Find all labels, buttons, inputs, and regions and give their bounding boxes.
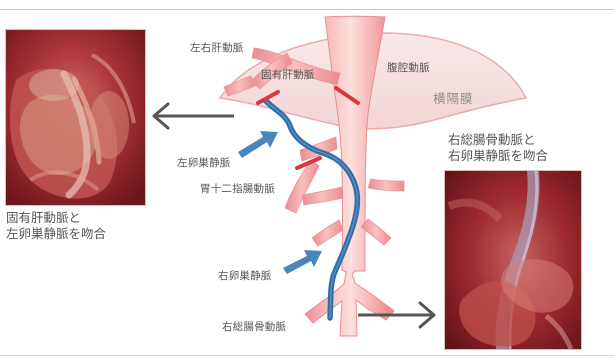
celiac-artery-label: 腹腔動脈 — [387, 62, 430, 74]
right-common-iliac-artery-label: 右総腸骨動脈 — [222, 321, 286, 333]
right-lateral-branch — [368, 179, 404, 191]
diaphragm-label: 横隔膜 — [433, 93, 474, 105]
gastroduodenal-artery-label: 胃十二指腸動脈 — [200, 183, 275, 195]
bottom-divider — [0, 355, 614, 356]
left-ovarian-vein-arrow — [238, 131, 278, 158]
lower-left-branch — [312, 220, 343, 246]
proper-hepatic-artery-label: 固有肝動脈 — [261, 69, 315, 81]
right-ovarian-vein-arrow — [283, 250, 322, 274]
left-right-hepatic-artery-label: 左右肝動脈 — [190, 42, 244, 54]
right-ovarian-vein-label: 右卵巣静脈 — [218, 270, 272, 282]
left-ovarian-vein-label: 左卵巣静脈 — [177, 157, 231, 169]
left-lateral-branch — [302, 187, 343, 205]
